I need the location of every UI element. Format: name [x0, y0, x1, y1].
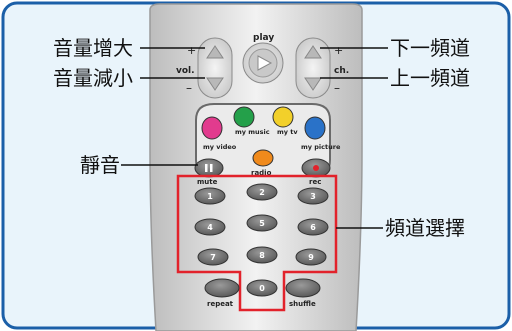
number-pad-highlight	[176, 174, 338, 312]
digit-label-7: 7	[210, 253, 216, 262]
repeat-button[interactable]	[204, 278, 240, 298]
callout-mute: 靜音	[80, 153, 120, 177]
digit-label-3: 3	[310, 192, 316, 201]
digit-label-4: 4	[207, 223, 213, 232]
callout-volume-up: 音量增大	[53, 36, 133, 60]
my-music-label: my music	[235, 128, 270, 136]
vol-minus: –	[186, 81, 192, 95]
pause-bars-icon-2	[210, 164, 213, 172]
callout-channel-down: 下一頻道	[390, 36, 470, 60]
ch-minus: –	[334, 81, 340, 95]
digit-key-7[interactable]: 7	[197, 248, 229, 266]
digit-label-5: 5	[259, 219, 265, 228]
digit-key-8[interactable]: 8	[246, 246, 278, 264]
channel-up-icon[interactable]	[304, 45, 322, 59]
my-video-label: my video	[203, 143, 237, 151]
play-label: play	[253, 33, 274, 43]
vol-label: vol.	[176, 66, 195, 76]
repeat-label: repeat	[207, 300, 234, 308]
my-tv-button[interactable]	[272, 106, 294, 128]
digit-key-3[interactable]: 3	[297, 187, 329, 205]
digit-key-6[interactable]: 6	[297, 218, 329, 236]
volume-down-icon[interactable]	[206, 77, 224, 91]
shuffle-label: shuffle	[289, 300, 316, 308]
radio-button[interactable]	[252, 149, 274, 167]
callout-channel-up: 上一頻道	[390, 66, 470, 90]
mute-label: mute	[197, 178, 218, 186]
ch-label: ch.	[334, 66, 349, 76]
digit-key-1[interactable]: 1	[194, 187, 226, 205]
volume-up-icon[interactable]	[206, 45, 224, 59]
channel-down-icon[interactable]	[304, 77, 322, 91]
digit-key-9[interactable]: 9	[295, 248, 327, 266]
digit-key-4[interactable]: 4	[194, 218, 226, 236]
digit-key-0[interactable]: 0	[246, 279, 278, 297]
shuffle-button[interactable]	[285, 278, 321, 298]
my-picture-button[interactable]	[304, 116, 326, 140]
my-music-button[interactable]	[233, 106, 255, 128]
digit-label-8: 8	[259, 251, 265, 260]
digit-label-9: 9	[308, 253, 314, 262]
play-triangle-icon	[257, 55, 273, 71]
red-dot-icon	[313, 165, 319, 171]
digit-label-0: 0	[259, 284, 265, 293]
callout-volume-down: 音量減小	[53, 66, 133, 90]
my-picture-label: my picture	[301, 143, 341, 151]
pause-bars-icon	[205, 164, 208, 172]
channel-rocker	[295, 37, 331, 99]
digit-label-2: 2	[259, 188, 265, 197]
radio-label: radio	[251, 169, 272, 177]
vol-plus: +	[187, 44, 196, 57]
ch-plus: +	[334, 44, 343, 57]
rec-label: rec	[309, 178, 321, 186]
digit-key-2[interactable]: 2	[246, 183, 278, 201]
callout-channel-select: 頻道選擇	[385, 216, 465, 240]
digit-key-5[interactable]: 5	[246, 214, 278, 232]
mute-button[interactable]	[194, 158, 224, 178]
my-video-button[interactable]	[201, 116, 223, 140]
volume-rocker	[197, 37, 233, 99]
my-tv-label: my tv	[277, 128, 298, 136]
digit-label-6: 6	[310, 223, 316, 232]
digit-label-1: 1	[207, 192, 213, 201]
